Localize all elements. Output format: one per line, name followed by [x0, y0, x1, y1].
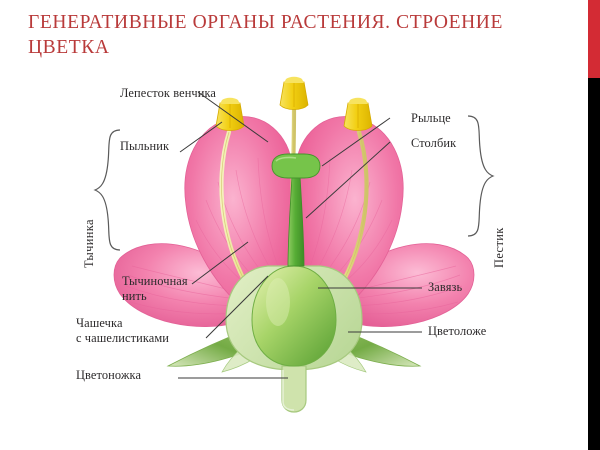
brace-group: [93, 115, 495, 251]
pedicel: [281, 365, 307, 413]
leader-lines: [178, 91, 422, 379]
stigma: [271, 153, 321, 179]
brace-right: [467, 115, 495, 237]
ovary-group: [251, 265, 337, 367]
page-title: Генеративные органы растения. Строение ц…: [28, 12, 503, 58]
label-anther: Пыльник: [120, 139, 170, 153]
brace-left: [93, 129, 121, 251]
label-style: Столбик: [411, 136, 457, 150]
label-filament: Тычиночная нить: [122, 274, 188, 303]
label-receptacle: Цветоложе: [428, 324, 487, 338]
anther: [279, 76, 309, 110]
label-ovary: Завязь: [428, 280, 463, 294]
accent-bar-red: [588, 0, 600, 78]
accent-bar-black: [588, 78, 600, 450]
label-pedicel: Цветоножка: [76, 368, 142, 382]
label-stamen-bracket: Тычинка: [82, 219, 96, 268]
flower-diagram: Лепесток венчика Пыльник Рыльце Столбик …: [0, 70, 588, 450]
pistil-group: [271, 153, 321, 267]
anther: [215, 97, 245, 131]
anther: [343, 97, 373, 131]
flower-illustration: [93, 76, 495, 413]
label-calyx: Чашечка с чашелистиками: [76, 316, 170, 345]
label-pistil-bracket: Пестик: [492, 227, 506, 268]
label-petal: Лепесток венчика: [120, 86, 217, 100]
label-stigma: Рыльце: [411, 111, 451, 125]
